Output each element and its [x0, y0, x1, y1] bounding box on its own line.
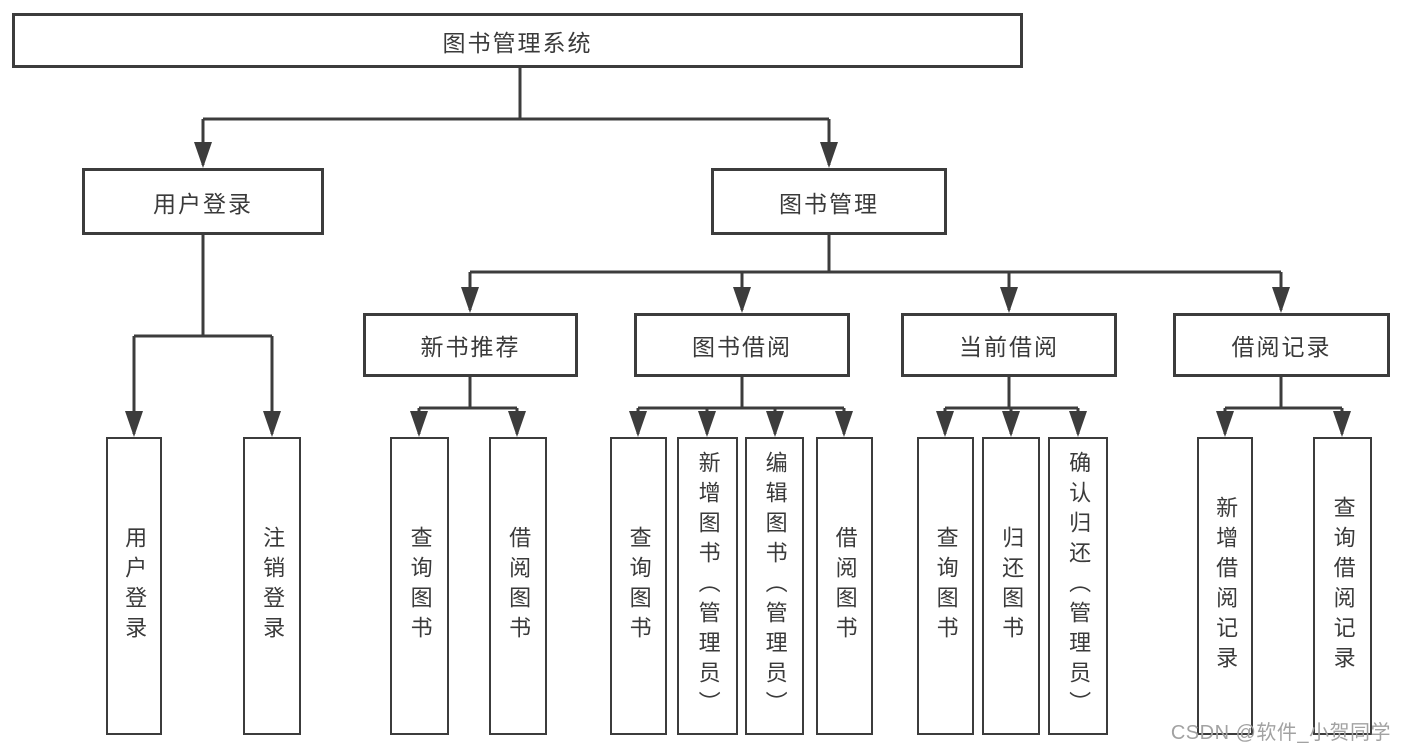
node-book-borrow: 图书借阅	[634, 313, 850, 377]
node-new-book-recommend: 新书推荐	[363, 313, 578, 377]
node-borrow-records: 借阅记录	[1173, 313, 1390, 377]
connector-new-book-recommend-trunk	[419, 377, 517, 410]
node-user-login: 用户登录	[82, 168, 324, 235]
leaf-cb-confirm-return-admin: 确认归还（管理员）	[1048, 437, 1108, 735]
leaf-bb-edit-books-admin-label: 编辑图书（管理员）	[762, 451, 788, 721]
connector-user-login-trunk	[134, 235, 272, 338]
node-current-borrow: 当前借阅	[901, 313, 1117, 377]
connector-book-management-trunk	[470, 235, 1281, 274]
leaf-br-query-record-label: 查询借阅记录	[1330, 496, 1356, 676]
connector-borrow-records-trunk	[1225, 377, 1342, 410]
connector-root-trunk	[203, 68, 829, 121]
leaf-cb-confirm-return-admin-label: 确认归还（管理员）	[1066, 451, 1092, 721]
leaf-cb-query-books-label: 查询图书	[933, 526, 959, 646]
node-root-library-system: 图书管理系统	[12, 13, 1023, 68]
leaf-cb-return-books-label: 归还图书	[999, 526, 1025, 646]
leaf-nb-query-books: 查询图书	[390, 437, 449, 735]
leaf-cb-return-books: 归还图书	[982, 437, 1040, 735]
leaf-logout-login-label: 注销登录	[260, 526, 286, 646]
leaf-nb-query-books-label: 查询图书	[407, 526, 433, 646]
leaf-bb-borrow-books-label: 借阅图书	[832, 526, 858, 646]
csdn-watermark: CSDN @软件_小贺同学	[1170, 722, 1391, 744]
leaf-br-add-record-label: 新增借阅记录	[1213, 496, 1239, 676]
leaf-bb-query-books-label: 查询图书	[626, 526, 652, 646]
connector-book-borrow-trunk	[638, 377, 844, 410]
leaf-bb-borrow-books: 借阅图书	[816, 437, 873, 735]
leaf-bb-add-books-admin: 新增图书（管理员）	[677, 437, 738, 735]
leaf-nb-borrow-books: 借阅图书	[489, 437, 547, 735]
leaf-bb-add-books-admin-label: 新增图书（管理员）	[695, 451, 721, 721]
leaf-br-add-record: 新增借阅记录	[1197, 437, 1253, 735]
leaf-user-login: 用户登录	[106, 437, 162, 735]
leaf-cb-query-books: 查询图书	[917, 437, 974, 735]
leaf-bb-query-books: 查询图书	[610, 437, 667, 735]
leaf-nb-borrow-books-label: 借阅图书	[506, 526, 532, 646]
leaf-logout-login: 注销登录	[243, 437, 301, 735]
connector-current-borrow-trunk	[945, 377, 1078, 410]
leaf-bb-edit-books-admin: 编辑图书（管理员）	[745, 437, 804, 735]
node-book-management: 图书管理	[711, 168, 947, 235]
leaf-user-login-label: 用户登录	[122, 526, 148, 646]
leaf-br-query-record: 查询借阅记录	[1313, 437, 1372, 735]
